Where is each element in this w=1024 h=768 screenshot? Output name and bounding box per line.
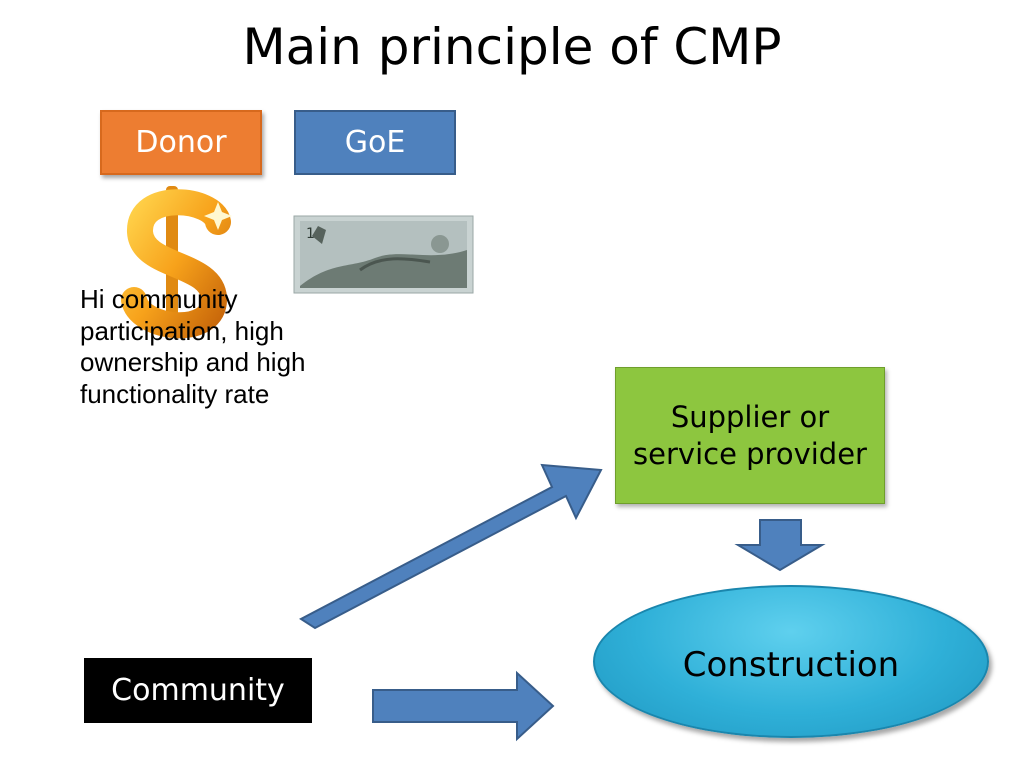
- construction-ellipse: Construction: [593, 585, 989, 738]
- community-box: Community: [84, 658, 312, 723]
- donor-label: Donor: [135, 125, 227, 160]
- supplier-label: Supplier or service provider: [633, 400, 867, 471]
- slide-title: Main principle of CMP: [242, 18, 782, 76]
- svg-text:1: 1: [306, 226, 315, 242]
- arrow-community-to-supplier: [299, 463, 603, 630]
- arrow-supplier-to-construction: [734, 519, 826, 572]
- arrow-community-to-construction: [372, 670, 555, 742]
- goe-box: GoE: [294, 110, 456, 175]
- community-label: Community: [111, 673, 285, 708]
- goe-label: GoE: [344, 125, 406, 160]
- donor-box: Donor: [100, 110, 262, 175]
- note-text: Hi community participation, high ownersh…: [80, 284, 306, 410]
- supplier-box: Supplier or service provider: [615, 367, 885, 504]
- construction-label: Construction: [682, 645, 900, 685]
